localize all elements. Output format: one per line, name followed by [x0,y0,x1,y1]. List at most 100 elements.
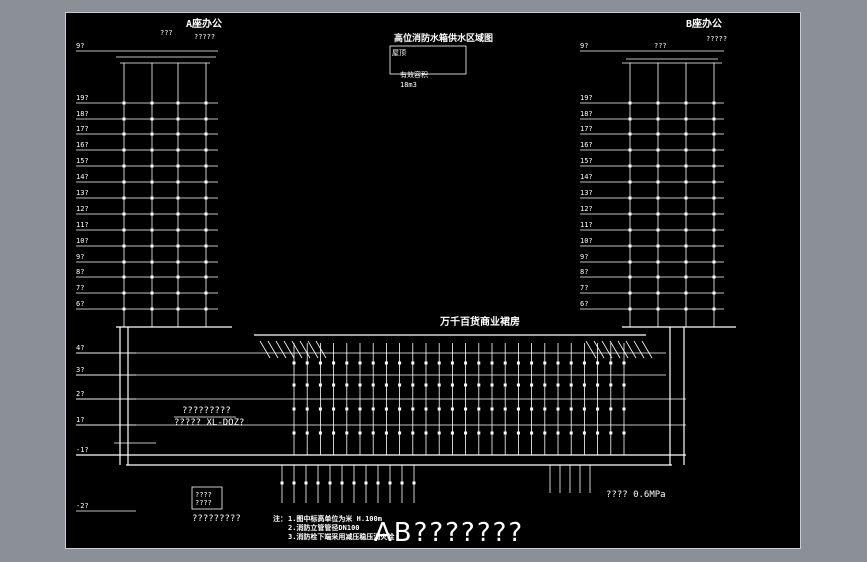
podium-hydrant [609,361,613,365]
podium-hydrant [503,361,507,365]
podium-hydrant [464,383,468,387]
podium-hydrant [437,361,441,365]
podium-hydrant [530,431,534,435]
podium-branch [315,340,327,359]
hydrant-right [684,196,688,200]
hydrant-left [122,244,126,248]
hydrant-right [712,275,716,279]
floor-label-right: 17? [580,125,593,133]
podium-hydrant [582,383,586,387]
podium-hydrant [609,407,613,411]
podium-hydrant [332,431,336,435]
podium-hydrant [477,383,481,387]
podium-hydrant [424,383,428,387]
floor-label-right: 12? [580,205,593,213]
floor-label-left: 10? [76,237,89,245]
hydrant-right [712,148,716,152]
podium-hydrant [358,361,362,365]
basement-valve [340,481,344,485]
podium-branch [291,340,303,359]
podium-hydrant [464,361,468,365]
podium-hydrant [332,407,336,411]
podium-hydrant [424,361,428,365]
hydrant-left [176,228,180,232]
hydrant-right [628,291,632,295]
floor-label-right: 6? [580,300,588,308]
podium-hydrant [622,407,626,411]
podium-hydrant [358,431,362,435]
podium-hydrant [503,383,507,387]
podium-hydrant [371,431,375,435]
floor-label-left: 19? [76,94,89,102]
hydrant-right [684,260,688,264]
hydrant-left [122,228,126,232]
podium-hydrant [384,383,388,387]
podium-hydrant [622,431,626,435]
podium-branch [275,340,287,359]
hydrant-right [712,244,716,248]
podium-hydrant [384,361,388,365]
hydrant-left [204,212,208,216]
podium-hydrant [530,407,534,411]
floor-label-left: 9? [76,42,84,50]
hydrant-left [122,307,126,311]
podium-branch [299,340,311,359]
hydrant-left [176,180,180,184]
podium-hydrant [490,431,494,435]
hydrant-right [712,307,716,311]
podium-hydrant [292,361,296,365]
hydrant-left [176,148,180,152]
podium-hydrant [384,431,388,435]
hydrant-right [656,132,660,136]
podium-hydrant [543,361,547,365]
hydrant-right [712,132,716,136]
pump-code: ????? XL-DOZ? [174,418,244,428]
basement-valve [328,481,332,485]
equipment-label: ????????? [192,514,241,524]
equipment-box [191,486,223,510]
podium-hydrant [490,361,494,365]
hydrant-right [684,180,688,184]
podium-hydrant [292,431,296,435]
podium-hydrant [503,431,507,435]
podium-floor-label: 4? [76,344,84,352]
podium-branch [283,340,295,359]
hydrant-left [122,132,126,136]
hydrant-right [684,148,688,152]
hydrant-left [204,164,208,168]
hydrant-left [150,244,154,248]
hydrant-marks [122,101,716,485]
hydrant-right [628,196,632,200]
podium-hydrant [424,431,428,435]
hydrant-right [712,101,716,105]
podium-floor-labels: 4?3?2?1?-1?-2? [76,344,89,510]
podium-hydrant [318,383,322,387]
hydrant-left [150,101,154,105]
building-a-title: A座办公 [186,17,222,30]
hydrant-right [628,117,632,121]
basement-valve [280,481,284,485]
podium-hydrant [345,361,349,365]
podium-hydrant [318,407,322,411]
podium-hydrant [543,407,547,411]
hydrant-right [684,132,688,136]
podium-hydrant [371,361,375,365]
podium-hydrant [569,407,573,411]
floor-label-right: 15? [580,157,593,165]
podium-hydrant [398,431,402,435]
basement-valve [376,481,380,485]
hydrant-right [684,164,688,168]
hydrant-right [628,132,632,136]
hydrant-right [684,101,688,105]
floor-label-left: 14? [76,173,89,181]
hydrant-right [656,148,660,152]
podium-hydrant [332,383,336,387]
hydrant-right [656,244,660,248]
hydrant-right [712,212,716,216]
hydrant-left [176,196,180,200]
notes-line-3: 3.消防栓下端采用减压稳压消火栓 [288,532,394,541]
hydrant-left [122,101,126,105]
floor-label-left: 9? [76,253,84,261]
podium-hydrant [569,431,573,435]
hydrant-left [176,244,180,248]
